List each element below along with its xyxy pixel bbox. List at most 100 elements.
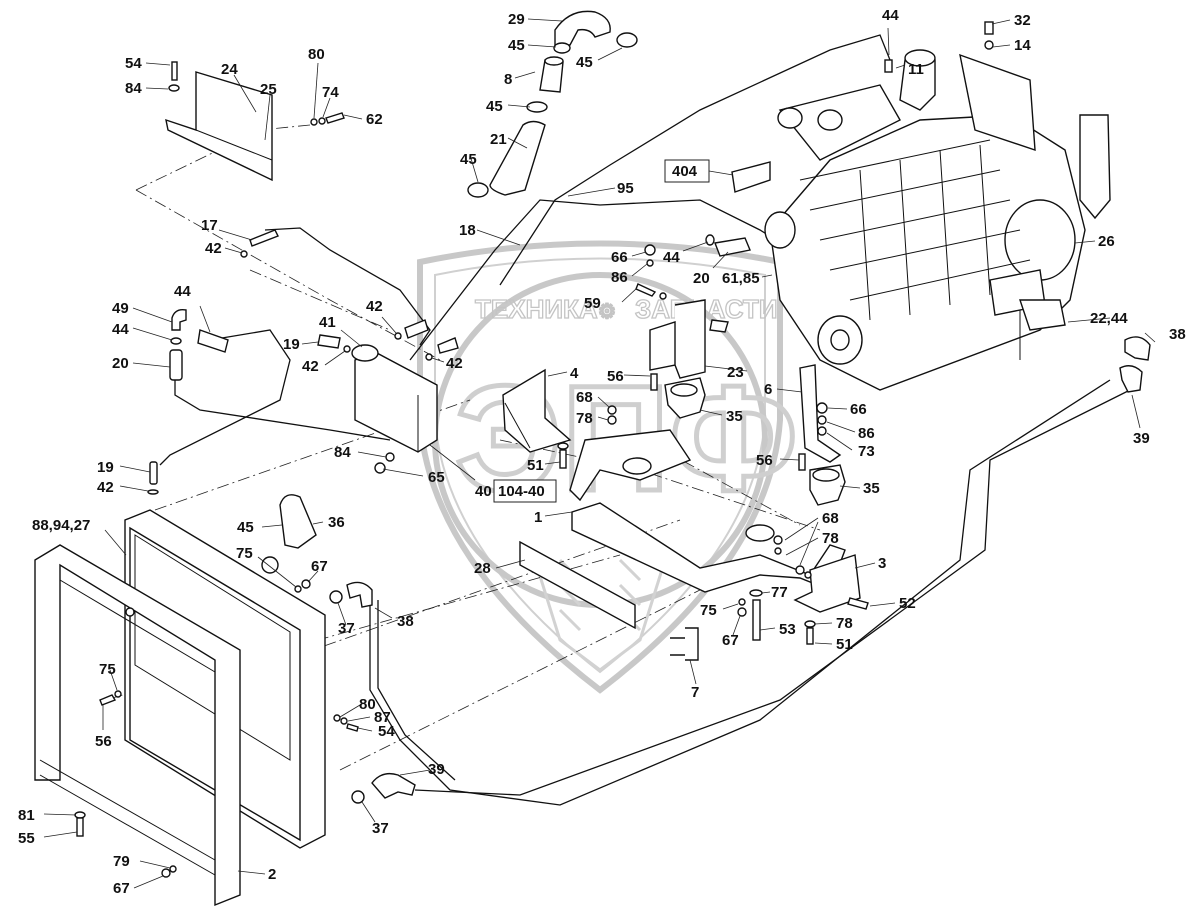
callout: 26 (1098, 233, 1115, 250)
callout: 88,94,27 (32, 517, 90, 534)
bracket-4 (502, 368, 572, 453)
hose-39 (414, 389, 1131, 796)
callout: 44 (882, 7, 899, 24)
callout: 84 (334, 444, 351, 461)
callout: 11 (908, 61, 924, 78)
callout: 95 (617, 180, 634, 197)
clamp-45-radiator (261, 556, 279, 574)
bracket-6 (799, 364, 842, 463)
callout: 23 (727, 364, 744, 381)
bolt-59 (635, 283, 657, 297)
callout: 21 (490, 131, 507, 148)
washer-86-mid (646, 259, 654, 267)
washer-78-d (804, 620, 816, 628)
washer-75-radiator-side (114, 690, 122, 698)
gear-icon: ⚙ (598, 301, 616, 323)
washer-75-radiator (294, 585, 302, 593)
clamp-45-low (467, 182, 489, 198)
watermark-shield-inner (434, 257, 766, 674)
nut-65 (374, 462, 386, 474)
callout: 55 (18, 830, 35, 847)
washer-75-b (738, 598, 746, 606)
callout: 67 (722, 632, 739, 649)
washer-14 (984, 40, 994, 50)
elbow-38-radiator (346, 581, 373, 608)
radiator-shroud-top (59, 579, 216, 673)
callout: 7 (691, 684, 699, 701)
hose-18 (409, 199, 851, 361)
washer-44-mid (705, 234, 715, 246)
expansion-tank-edge (374, 351, 438, 452)
bolt-56-radiator (99, 694, 117, 706)
frame-1-hole (745, 524, 775, 542)
callout: 25 (260, 81, 277, 98)
washer-77 (749, 589, 763, 597)
bracket-24-fold (195, 72, 273, 161)
sensor-32 (984, 21, 994, 35)
callout: 24 (221, 61, 238, 78)
bolt-51-a (559, 449, 567, 469)
elbow-38-right (1124, 336, 1151, 361)
tube-44-left (197, 329, 229, 353)
washer-44-left (170, 337, 182, 345)
callout: 40 (475, 483, 492, 500)
u-bolt-7 (670, 627, 699, 661)
washer-79 (169, 865, 177, 873)
callout: 67 (311, 558, 328, 575)
washer-42-a (343, 345, 351, 353)
tube-upper-right-b (437, 337, 459, 354)
callout: 67 (113, 880, 130, 897)
callout: 35 (863, 480, 880, 497)
watermark-text-right: ЗАПЧАСТИ (635, 294, 778, 324)
callout: 42 (97, 479, 114, 496)
callout: 54 (378, 723, 395, 740)
hose-21 (489, 120, 546, 196)
callout: 78 (822, 530, 839, 547)
overflow-hose-19 (159, 329, 291, 466)
callout: 80 (359, 696, 376, 713)
rubber-mount-35-b-top (812, 468, 840, 482)
elbow-49 (171, 308, 187, 331)
nut-80-radiator (333, 714, 341, 722)
callout: 59 (584, 295, 601, 312)
callout: 6 (764, 381, 772, 398)
callout: 37 (372, 820, 389, 837)
bolt-62 (325, 112, 345, 124)
callout: 45 (508, 37, 525, 54)
callout: 28 (474, 560, 491, 577)
nut-66-mid (644, 244, 656, 256)
nut-67-bottom (161, 868, 171, 878)
callouts: 29 45 45 8 45 21 45 44 11 32 14 54 84 24… (18, 7, 1186, 897)
nut-68-b (773, 535, 783, 545)
callout: 80 (308, 46, 325, 63)
callout: 45 (460, 151, 477, 168)
callout: 42 (205, 240, 222, 257)
callout: 32 (1014, 12, 1031, 29)
callout: 2 (268, 866, 276, 883)
callout: 86 (611, 269, 628, 286)
washer-73 (817, 426, 827, 436)
fitting-37-top (329, 590, 343, 604)
washer-86-b (817, 415, 827, 425)
ref-box-104-40 (493, 479, 557, 503)
cap-41 (351, 344, 379, 362)
callout: 81 (18, 807, 35, 824)
ref-box-404-label: 404 (672, 163, 698, 180)
elbow-29 (554, 10, 611, 46)
callout: 1 (534, 509, 542, 526)
bolt-53 (752, 599, 761, 641)
fitting-37-bottom (351, 790, 365, 804)
callout: 4 (570, 365, 579, 382)
engine-26 (764, 49, 1111, 391)
callout: 68 (822, 510, 839, 527)
watermark-shield-outline (417, 240, 783, 694)
bracket-4-rib (504, 402, 531, 449)
callout: 77 (771, 584, 788, 601)
washer-42-radiator (147, 489, 159, 495)
callout: 45 (486, 98, 503, 115)
washer-51-a (557, 442, 569, 450)
callout: 41 (319, 314, 336, 331)
washer-78-a (607, 415, 617, 425)
return-hose-38 (369, 379, 1111, 806)
